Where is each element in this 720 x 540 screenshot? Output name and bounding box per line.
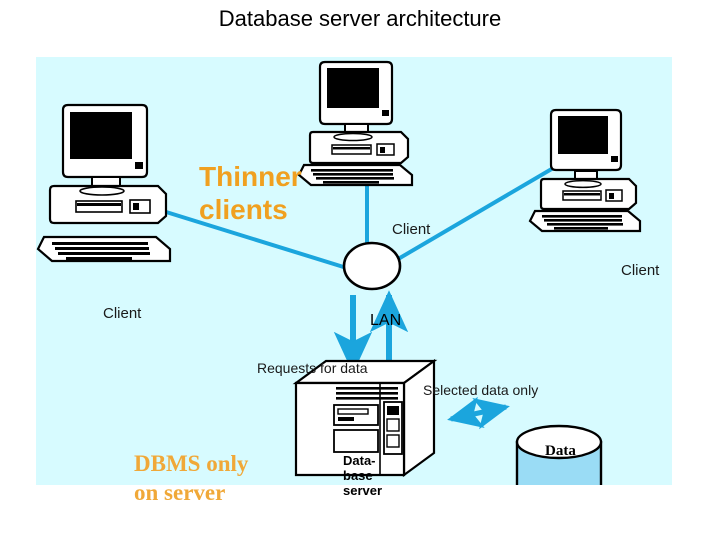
label-requests-for-data: Requests for data: [257, 360, 368, 376]
workstation-icon: [528, 108, 642, 233]
label-database-server: Data- base server: [343, 453, 383, 498]
node-client-left[interactable]: [36, 103, 172, 263]
node-data-store[interactable]: [515, 424, 603, 485]
node-lan[interactable]: [342, 241, 402, 291]
dataflow-arrows: [333, 290, 510, 430]
annotation-thinner-clients: Thinner clients: [199, 161, 302, 225]
label-data-store: Data: [545, 443, 576, 459]
page-title: Database server architecture: [218, 6, 502, 31]
node-client-right[interactable]: [528, 108, 642, 233]
node-database-server[interactable]: [292, 358, 438, 478]
label-client-top: Client: [392, 221, 431, 238]
workstation-icon: [36, 103, 172, 263]
label-selected-data-only: Selected data only: [423, 382, 539, 398]
server-tower-icon: [292, 358, 438, 478]
arrow-server-data-store: [447, 396, 510, 430]
workstation-icon: [297, 60, 414, 187]
lan-circle: [342, 241, 402, 291]
diagram-panel: Thinner clients DBMS only on server Clie…: [36, 57, 672, 505]
architecture-diagram: [36, 60, 642, 485]
annotation-dbms-only: DBMS only on server: [134, 451, 249, 505]
label-lan: LAN: [370, 312, 402, 329]
node-client-top[interactable]: [297, 60, 414, 187]
link-client-left-lan: [149, 205, 351, 271]
label-client-left: Client: [103, 305, 142, 322]
label-client-right: Client: [621, 262, 660, 279]
cylinder-icon: [515, 424, 603, 485]
